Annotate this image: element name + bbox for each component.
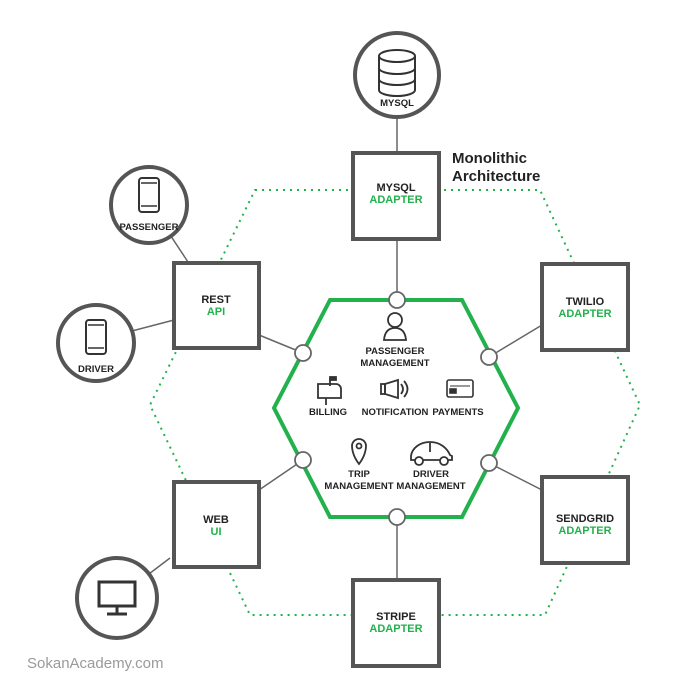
adapter-rest-api: REST API	[172, 261, 261, 350]
port-circles	[294, 291, 498, 526]
trip-management-line2: MANAGEMENT	[324, 481, 393, 492]
sendgrid-adapter-line2: ADAPTER	[558, 525, 611, 537]
module-notification: NOTIFICATION	[362, 378, 429, 418]
port-top	[388, 291, 406, 309]
adapter-stripe: STRIPE ADAPTER	[351, 578, 441, 668]
twilio-adapter-line2: ADAPTER	[558, 308, 611, 320]
external-desktop	[75, 556, 159, 640]
port-lower-right	[480, 454, 498, 472]
rest-api-line1: REST	[201, 294, 231, 306]
phone-icon	[138, 177, 160, 213]
web-ui-line1: WEB	[203, 514, 229, 526]
adapter-sendgrid: SENDGRID ADAPTER	[540, 475, 630, 565]
port-upper-left	[294, 344, 312, 362]
rest-api-line2: API	[207, 306, 225, 318]
stripe-adapter-line1: STRIPE	[376, 611, 416, 623]
monitor-icon	[97, 580, 137, 616]
passenger-management-line1: PASSENGER	[366, 346, 425, 357]
twilio-adapter-line1: TWILIO	[566, 296, 605, 308]
module-billing: BILLING	[309, 376, 347, 418]
port-upper-right	[480, 348, 498, 366]
external-passenger: PASSENGER	[109, 165, 189, 245]
external-driver: DRIVER	[56, 303, 136, 383]
phone-icon	[85, 319, 107, 355]
core-hexagon	[271, 298, 521, 519]
location-pin-icon	[351, 438, 367, 466]
mysql-db-label: MYSQL	[380, 98, 414, 109]
passenger-label: PASSENGER	[120, 222, 179, 233]
mysql-adapter-line2: ADAPTER	[369, 194, 422, 206]
payments-label: PAYMENTS	[432, 407, 483, 418]
driver-management-line2: MANAGEMENT	[396, 481, 465, 492]
diagram-title-line1: Monolithic	[452, 150, 527, 167]
port-lower-left	[294, 451, 312, 469]
external-mysql-database: MYSQL	[353, 31, 441, 119]
port-bottom	[388, 508, 406, 526]
adapter-twilio: TWILIO ADAPTER	[540, 262, 630, 352]
module-payments: PAYMENTS	[432, 379, 484, 418]
driver-label: DRIVER	[78, 364, 114, 375]
passenger-management-line2: MANAGEMENT	[360, 358, 429, 369]
person-icon	[383, 312, 407, 341]
web-ui-line2: UI	[211, 526, 222, 538]
trip-management-line1: TRIP	[348, 469, 370, 480]
database-icon	[378, 49, 416, 97]
billing-label: BILLING	[309, 407, 347, 418]
stripe-adapter-line2: ADAPTER	[369, 623, 422, 635]
adapter-web-ui: WEB UI	[172, 480, 261, 569]
watermark: SokanAcademy.com	[27, 655, 163, 672]
adapter-mysql: MYSQL ADAPTER	[351, 151, 441, 241]
car-icon	[410, 441, 453, 466]
credit-card-icon	[446, 379, 474, 398]
mailbox-icon	[317, 376, 342, 405]
mysql-adapter-line1: MYSQL	[376, 182, 415, 194]
diagram-title-line2: Architecture	[452, 168, 540, 185]
sendgrid-adapter-line1: SENDGRID	[556, 513, 614, 525]
megaphone-icon	[380, 378, 409, 400]
module-passenger-management: PASSENGER MANAGEMENT	[360, 312, 430, 369]
notification-label: NOTIFICATION	[362, 407, 429, 418]
module-trip-management: TRIP MANAGEMENT	[324, 438, 394, 492]
driver-management-line1: DRIVER	[413, 469, 449, 480]
module-driver-management: DRIVER MANAGEMENT	[396, 441, 466, 492]
